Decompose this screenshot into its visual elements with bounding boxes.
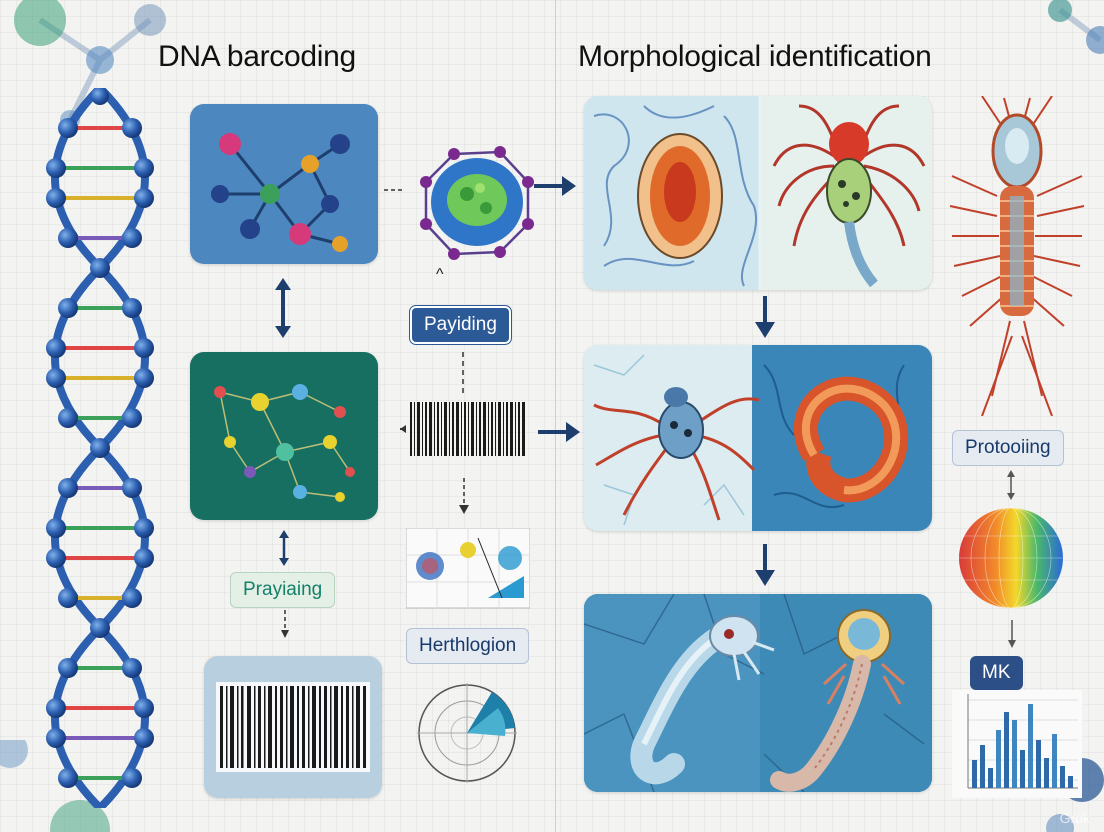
double-arrow-icon	[275, 278, 291, 338]
microscopy-tile-1	[584, 96, 932, 290]
barcode-tile	[204, 656, 382, 798]
barcode-icon	[216, 682, 370, 772]
polar-chart-icon	[417, 683, 517, 783]
cell-molecule-icon	[384, 146, 534, 260]
corner-molecule-bottom-left	[0, 740, 110, 832]
corner-molecule-top-right	[1048, 0, 1104, 54]
arrow-down-icon-2	[755, 544, 775, 586]
microscopy-specimen-image	[584, 96, 932, 290]
small-scatter-chart-icon	[406, 528, 530, 609]
watermark-text: Grok	[1059, 810, 1090, 826]
protooiing-label: Protooiing	[952, 430, 1064, 466]
molecule-tile	[190, 104, 378, 264]
spectrum-sphere-icon	[959, 507, 1063, 609]
arrow-right-icon	[534, 176, 576, 196]
network-tile	[190, 352, 378, 520]
herthlogion-label: Herthlogion	[406, 628, 530, 664]
mk-label: MK	[970, 656, 1023, 690]
molecular-network-icon	[214, 384, 355, 502]
small-double-arrow-icon-right	[1007, 470, 1015, 500]
arrow-down-small-icon	[1008, 620, 1016, 648]
dna-double-helix	[46, 88, 154, 808]
dna-barcoding-heading: DNA barcoding	[158, 40, 356, 73]
microscopy-tile-2	[584, 345, 932, 531]
dashed-connector	[462, 352, 464, 394]
small-double-arrow-icon	[279, 530, 289, 566]
arrow-down-icon	[755, 296, 775, 338]
molecule-structure-icon	[211, 133, 350, 252]
morphological-identification-heading: Morphological identification	[578, 40, 932, 73]
dashed-arrow-icon	[281, 610, 289, 638]
small-barcode-icon	[400, 402, 525, 456]
centipede-specimen-image	[949, 96, 1085, 416]
prayiaing-label: Prayiaing	[230, 572, 336, 608]
microscopy-larvae-image	[584, 594, 932, 792]
caret-up-icon: ^	[436, 266, 444, 283]
payiding-label: Payiding	[410, 306, 511, 344]
arrow-right-icon-2	[538, 422, 580, 442]
microscopy-tile-3	[584, 594, 932, 792]
bar-chart-icon	[952, 690, 1082, 798]
microscopy-mite-worm-image	[584, 345, 932, 531]
section-divider	[555, 0, 556, 832]
dashed-down-arrow-icon	[459, 478, 469, 514]
